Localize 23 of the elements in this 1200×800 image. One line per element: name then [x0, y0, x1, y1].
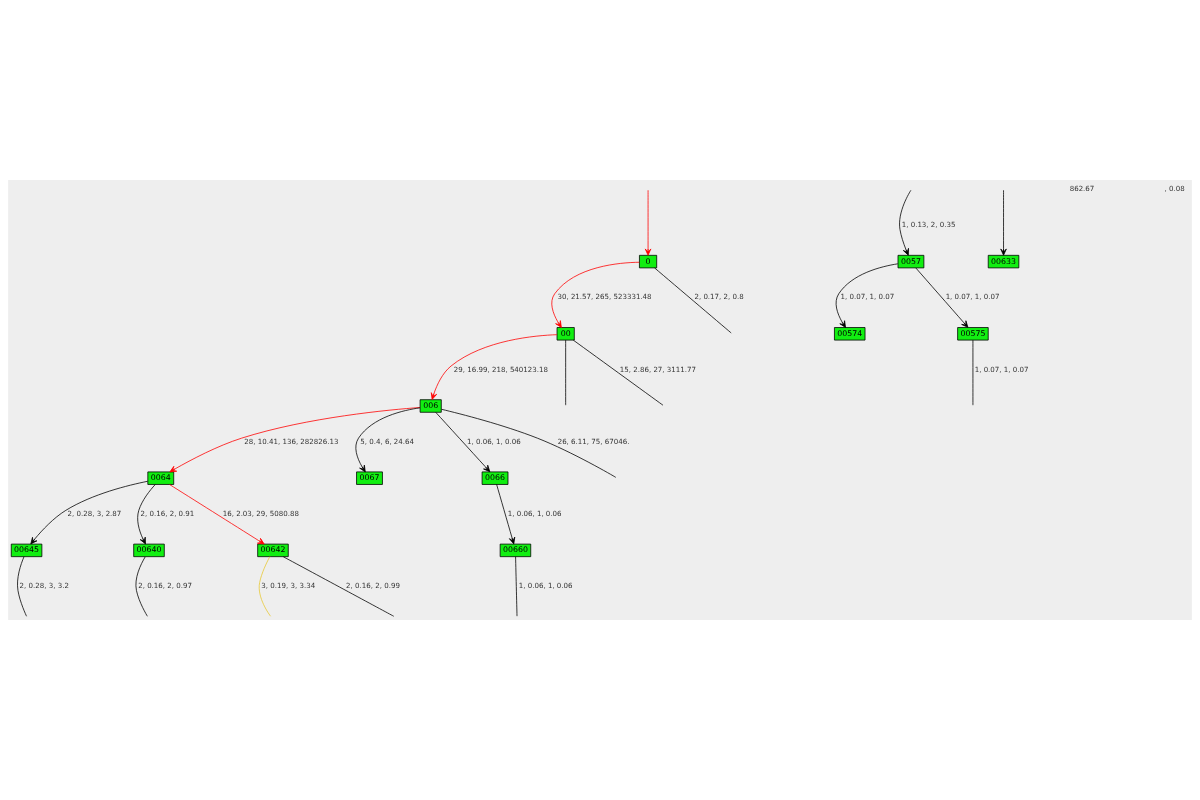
edge-label: 1, 0.07, 1, 0.07 [945, 292, 1000, 302]
edge-label: 2, 0.16, 2, 0.97 [138, 581, 192, 591]
edge-label: 2, 0.16, 2, 0.99 [346, 581, 400, 591]
label: 862.67 [1069, 184, 1095, 194]
edge-label: 2, 0.16, 2, 0.91 [140, 509, 195, 519]
edge-label: 15, 2.86, 27, 3111.77 [619, 364, 696, 374]
label: , 0.08 [1164, 184, 1185, 194]
edge-label: 2, 0.28, 3, 3.2 [19, 581, 69, 591]
edge-label: 1, 0.06, 1, 0.06 [507, 509, 562, 519]
edge-label: 1, 0.13, 2, 0.35 [901, 220, 956, 230]
edge-label: 5, 0.4, 6, 24.64 [360, 436, 415, 446]
edge-label: 1, 0.06, 1, 0.06 [466, 436, 521, 446]
edge-label: 28, 10.41, 136, 282826.13 [244, 436, 339, 446]
edge-label: 30, 21.57, 265, 523331.48 [557, 292, 652, 302]
edge-label: 2, 0.17, 2, 0.8 [694, 292, 744, 302]
edge-label: 26, 6.11, 75, 67046. [557, 436, 630, 446]
edge-label: 2, 0.28, 3, 2.87 [67, 509, 122, 519]
edge-label: 16, 2.03, 29, 5080.88 [222, 509, 299, 519]
edge-label: 29, 16.99, 218, 540123.18 [453, 364, 548, 374]
edge-label: 1, 0.06, 1, 0.06 [518, 581, 573, 591]
edge-label: 1, 0.07, 1, 0.07 [974, 364, 1029, 374]
edge-label: 3, 0.19, 3, 3.34 [261, 581, 316, 591]
edge-label: 1, 0.07, 1, 0.07 [840, 292, 895, 302]
